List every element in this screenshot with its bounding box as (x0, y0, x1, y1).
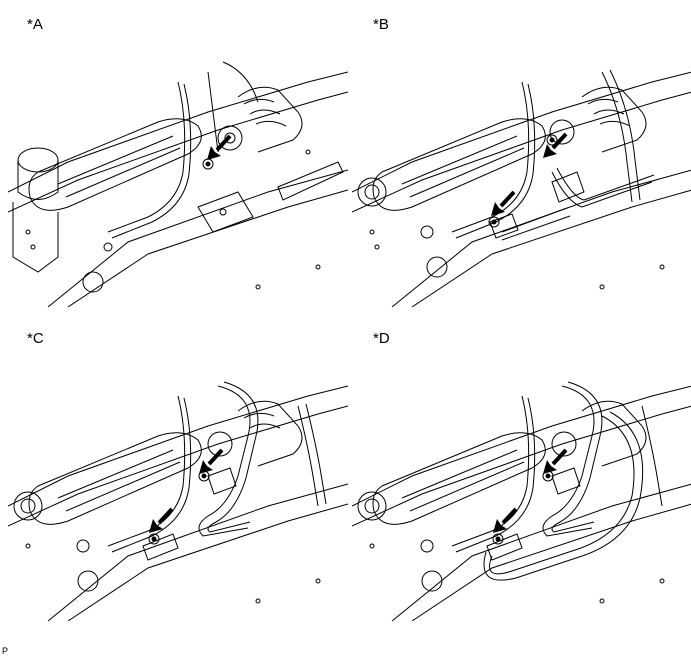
panel-label-c: *C (27, 330, 44, 347)
panel-label-b: *B (373, 16, 389, 33)
panel-label-d: *D (373, 330, 390, 347)
illustration-panel-d (352, 356, 691, 621)
illustration-panel-a (8, 42, 348, 307)
illustration-panel-c (8, 356, 348, 621)
illustration-code: P (2, 646, 9, 656)
panel-label-a: *A (27, 16, 43, 33)
illustration-panel-b (352, 42, 691, 307)
